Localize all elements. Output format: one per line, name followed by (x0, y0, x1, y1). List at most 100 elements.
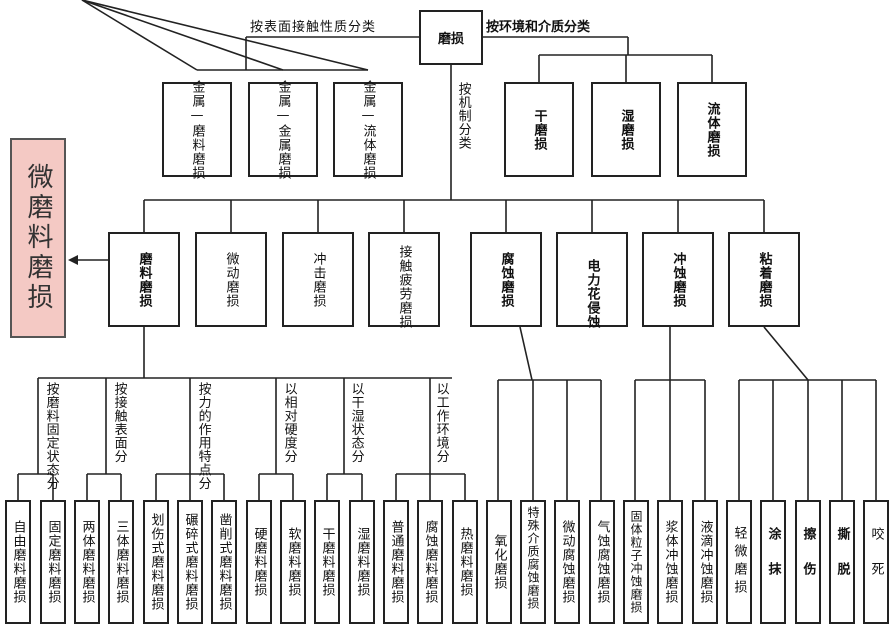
connector-line-6 (81, 0, 198, 71)
mechanism-box-8: 粘着磨损 (728, 232, 800, 327)
leaf-box-25-label: 撕脱 (834, 527, 850, 597)
leaf-box-15: 氧化磨损 (486, 500, 512, 624)
leaf-box-12-label: 普通磨料磨损 (388, 520, 404, 604)
leaf-box-24-label: 擦伤 (800, 527, 816, 597)
leaf-box-9-label: 软磨料磨损 (285, 527, 301, 597)
highlight-label: 微磨料磨损 (23, 163, 53, 313)
leaf-box-4: 三体磨料磨损 (108, 500, 134, 624)
mechanism-label: 按机制分类 (455, 82, 471, 150)
mechanism-box-3-label: 冲击磨损 (310, 251, 326, 308)
contact-box-1-label: 金属—磨料磨损 (189, 79, 205, 180)
mechanism-box-8-label: 粘着磨损 (756, 251, 772, 308)
leaf-box-26: 咬死 (863, 500, 889, 624)
leaf-box-26-label: 咬死 (868, 527, 884, 597)
leaf-box-1-label: 自由磨料磨损 (10, 520, 26, 604)
leaf-box-24: 擦伤 (795, 500, 821, 624)
contact-box-3-label: 金属—流体磨损 (360, 79, 376, 180)
contact-box-1: 金属—磨料磨损 (162, 79, 232, 180)
env-box-3: 流体磨损 (677, 82, 747, 177)
contact-box-3: 金属—流体磨损 (333, 79, 403, 180)
leaf-box-3: 两体磨料磨损 (74, 500, 100, 624)
leaf-box-2-label: 固定磨料磨损 (45, 520, 61, 604)
leaf-box-18-label: 气蚀腐蚀磨损 (594, 520, 610, 604)
mechanism-box-5: 腐蚀磨损 (470, 232, 542, 327)
root-label: 磨损 (437, 32, 464, 47)
leaf-box-6: 碾碎式磨料磨损 (177, 500, 203, 624)
leaf-box-11-label: 湿磨料磨损 (354, 527, 370, 597)
highlight-box: 微磨料磨损 (10, 138, 66, 338)
mechanism-box-4: 接触疲劳磨损 (368, 232, 440, 329)
mechanism-box-1: 磨料磨损 (108, 232, 180, 327)
leaf-box-22: 轻微磨损 (726, 500, 752, 624)
leaf-box-1: 自由磨料磨损 (5, 500, 31, 624)
leaf-box-21-label: 液滴冲蚀磨损 (697, 520, 713, 604)
connector-line-69 (763, 326, 809, 381)
sub-label-5: 以干湿状态分 (348, 382, 364, 463)
leaf-box-18: 气蚀腐蚀磨损 (589, 500, 615, 624)
leaf-box-13-label: 腐蚀磨料磨损 (422, 520, 438, 604)
leaf-box-17-label: 微动腐蚀磨损 (559, 520, 575, 604)
sub-label-2: 按接触表面分 (111, 382, 127, 463)
leaf-box-5: 划伤式磨料磨损 (143, 500, 169, 624)
leaf-box-23: 涂抹 (760, 500, 786, 624)
connector-line-8 (81, 0, 369, 71)
leaf-box-21: 液滴冲蚀磨损 (692, 500, 718, 624)
mechanism-box-5-label: 腐蚀磨损 (498, 251, 514, 308)
leaf-box-15-label: 氧化磨损 (491, 534, 507, 590)
root-box: 磨损 (419, 10, 483, 65)
leaf-box-19: 固体粒子冲蚀磨损 (623, 500, 649, 624)
env-box-1: 干磨损 (504, 82, 574, 177)
mechanism-box-4-label: 接触疲劳磨损 (396, 244, 412, 329)
leaf-box-4-label: 三体磨料磨损 (113, 520, 129, 604)
contact-box-2-label: 金属—金属磨损 (275, 79, 291, 180)
sub-label-4: 以相对硬度分 (281, 382, 297, 463)
leaf-box-10: 干磨料磨损 (314, 500, 340, 624)
env-box-2-label: 湿磨损 (618, 108, 634, 151)
leaf-box-14: 热磨料磨损 (452, 500, 478, 624)
sub-label-3: 按力的作用特点分 (195, 382, 211, 490)
env-box-2: 湿磨损 (591, 82, 661, 177)
leaf-box-3-label: 两体磨料磨损 (79, 520, 95, 604)
leaf-box-25: 撕脱 (829, 500, 855, 624)
leaf-box-16-label: 特殊介质腐蚀磨损 (526, 506, 540, 610)
mechanism-box-6: 电力花侵蚀 (556, 232, 628, 329)
header-right-label: 按环境和介质分类 (486, 20, 591, 35)
mechanism-box-6-label: 电力花侵蚀 (584, 258, 600, 329)
leaf-box-8: 硬磨料磨损 (246, 500, 272, 624)
connector-line-58 (519, 326, 533, 381)
env-box-3-label: 流体磨损 (704, 101, 720, 158)
sub-label-1: 按磨料固定状态分 (43, 382, 59, 490)
mechanism-box-7: 冲蚀磨损 (642, 232, 714, 327)
contact-box-2: 金属—金属磨损 (248, 79, 318, 180)
leaf-box-22-label: 轻微磨损 (731, 526, 747, 598)
mechanism-box-3: 冲击磨损 (282, 232, 354, 327)
leaf-box-23-label: 涂抹 (765, 527, 781, 597)
sub-label-6: 以工作环境分 (433, 382, 449, 463)
leaf-box-7: 凿削式磨料磨损 (211, 500, 237, 624)
header-left-label: 按表面接触性质分类 (250, 20, 377, 35)
leaf-box-13: 腐蚀磨料磨损 (417, 500, 443, 624)
leaf-box-20-label: 浆体冲蚀磨损 (662, 520, 678, 604)
connector-line-7 (81, 0, 284, 71)
mechanism-box-2: 微动磨损 (195, 232, 267, 327)
leaf-box-7-label: 凿削式磨料磨损 (216, 513, 232, 611)
env-box-1-label: 干磨损 (531, 108, 547, 151)
leaf-box-12: 普通磨料磨损 (383, 500, 409, 624)
leaf-box-2: 固定磨料磨损 (40, 500, 66, 624)
leaf-box-10-label: 干磨料磨损 (319, 527, 335, 597)
leaf-box-9: 软磨料磨损 (280, 500, 306, 624)
mechanism-box-7-label: 冲蚀磨损 (670, 251, 686, 308)
leaf-box-16: 特殊介质腐蚀磨损 (520, 500, 546, 624)
leaf-box-11: 湿磨料磨损 (349, 500, 375, 624)
leaf-box-14-label: 热磨料磨损 (457, 527, 473, 597)
leaf-box-5-label: 划伤式磨料磨损 (148, 513, 164, 611)
arrow-head (68, 255, 78, 265)
mechanism-box-1-label: 磨料磨损 (136, 251, 152, 308)
leaf-box-17: 微动腐蚀磨损 (554, 500, 580, 624)
mechanism-box-2-label: 微动磨损 (223, 251, 239, 308)
leaf-box-19-label: 固体粒子冲蚀磨损 (629, 510, 643, 614)
leaf-box-20: 浆体冲蚀磨损 (657, 500, 683, 624)
leaf-box-6-label: 碾碎式磨料磨损 (182, 513, 198, 611)
